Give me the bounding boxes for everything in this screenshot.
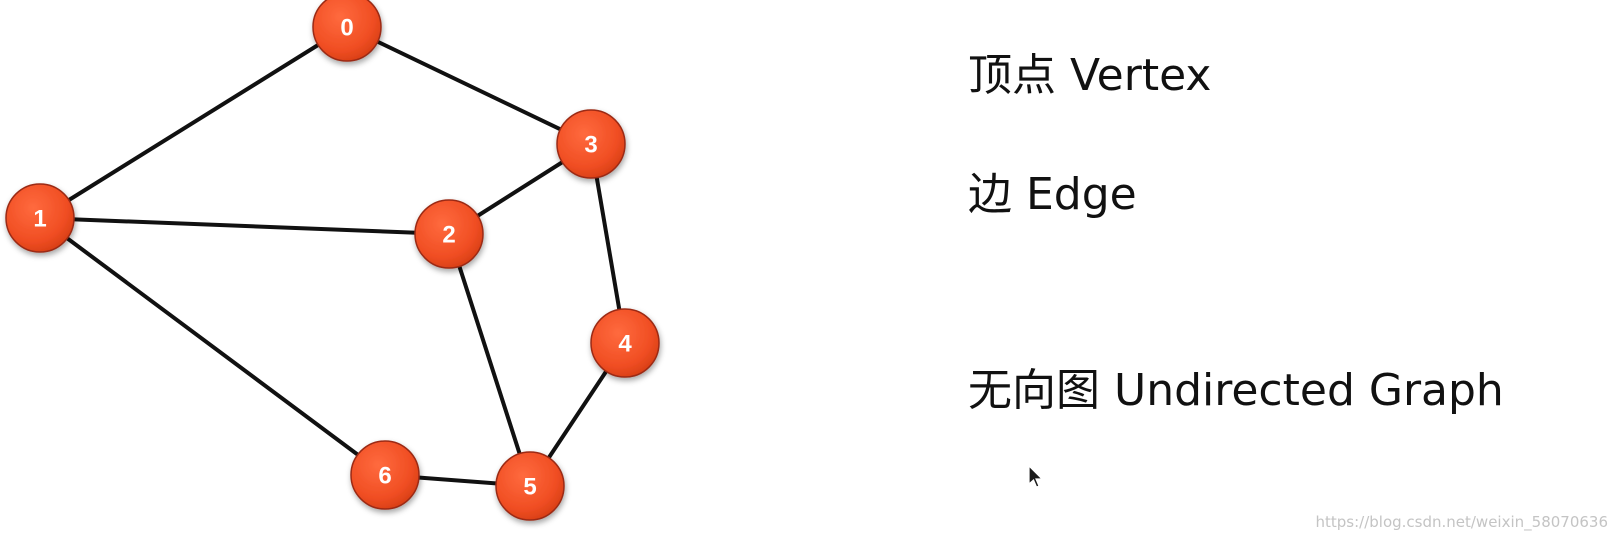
edge-1-2 — [38, 216, 451, 236]
term-edge: 边 Edge — [968, 169, 1137, 220]
vertex-label-1: 1 — [33, 206, 46, 233]
undirected-graph-diagram: 0 1 2 3 4 5 6 — [5, 0, 660, 521]
edge-0-3 — [345, 25, 593, 146]
term-vertex: 顶点 Vertex — [968, 50, 1212, 101]
edge-2-5 — [447, 232, 532, 488]
mouse-pointer-icon — [1028, 465, 1044, 488]
vertex-6: 6 — [350, 440, 420, 510]
edge-0-1 — [38, 25, 349, 220]
vertex-circle-4 — [590, 308, 660, 378]
vertex-label-4: 4 — [618, 331, 632, 358]
vertex-2: 2 — [414, 199, 484, 269]
vertex-circle-5 — [495, 451, 565, 521]
vertex-circle-2 — [414, 199, 484, 269]
vertex-4: 4 — [590, 308, 660, 378]
term-undirected-graph: 无向图 Undirected Graph — [968, 365, 1504, 416]
vertex-3: 3 — [556, 109, 626, 179]
vertex-label-5: 5 — [523, 474, 536, 501]
vertex-1: 1 — [5, 183, 75, 253]
vertex-circle-0 — [312, 0, 382, 62]
vertex-label-0: 0 — [340, 15, 353, 42]
edges-layer — [38, 25, 627, 488]
nodes-layer: 0 1 2 3 4 5 6 — [5, 0, 660, 521]
vertex-circle-1 — [5, 183, 75, 253]
edge-1-6 — [38, 216, 387, 477]
vertex-circle-6 — [350, 440, 420, 510]
vertex-circle-3 — [556, 109, 626, 179]
vertex-label-6: 6 — [378, 463, 391, 490]
vertex-label-3: 3 — [584, 132, 597, 159]
vertex-label-2: 2 — [442, 222, 455, 249]
vertex-5: 5 — [495, 451, 565, 521]
watermark-url: https://blog.csdn.net/weixin_58070636 — [1315, 513, 1608, 531]
vertex-0: 0 — [312, 0, 382, 62]
